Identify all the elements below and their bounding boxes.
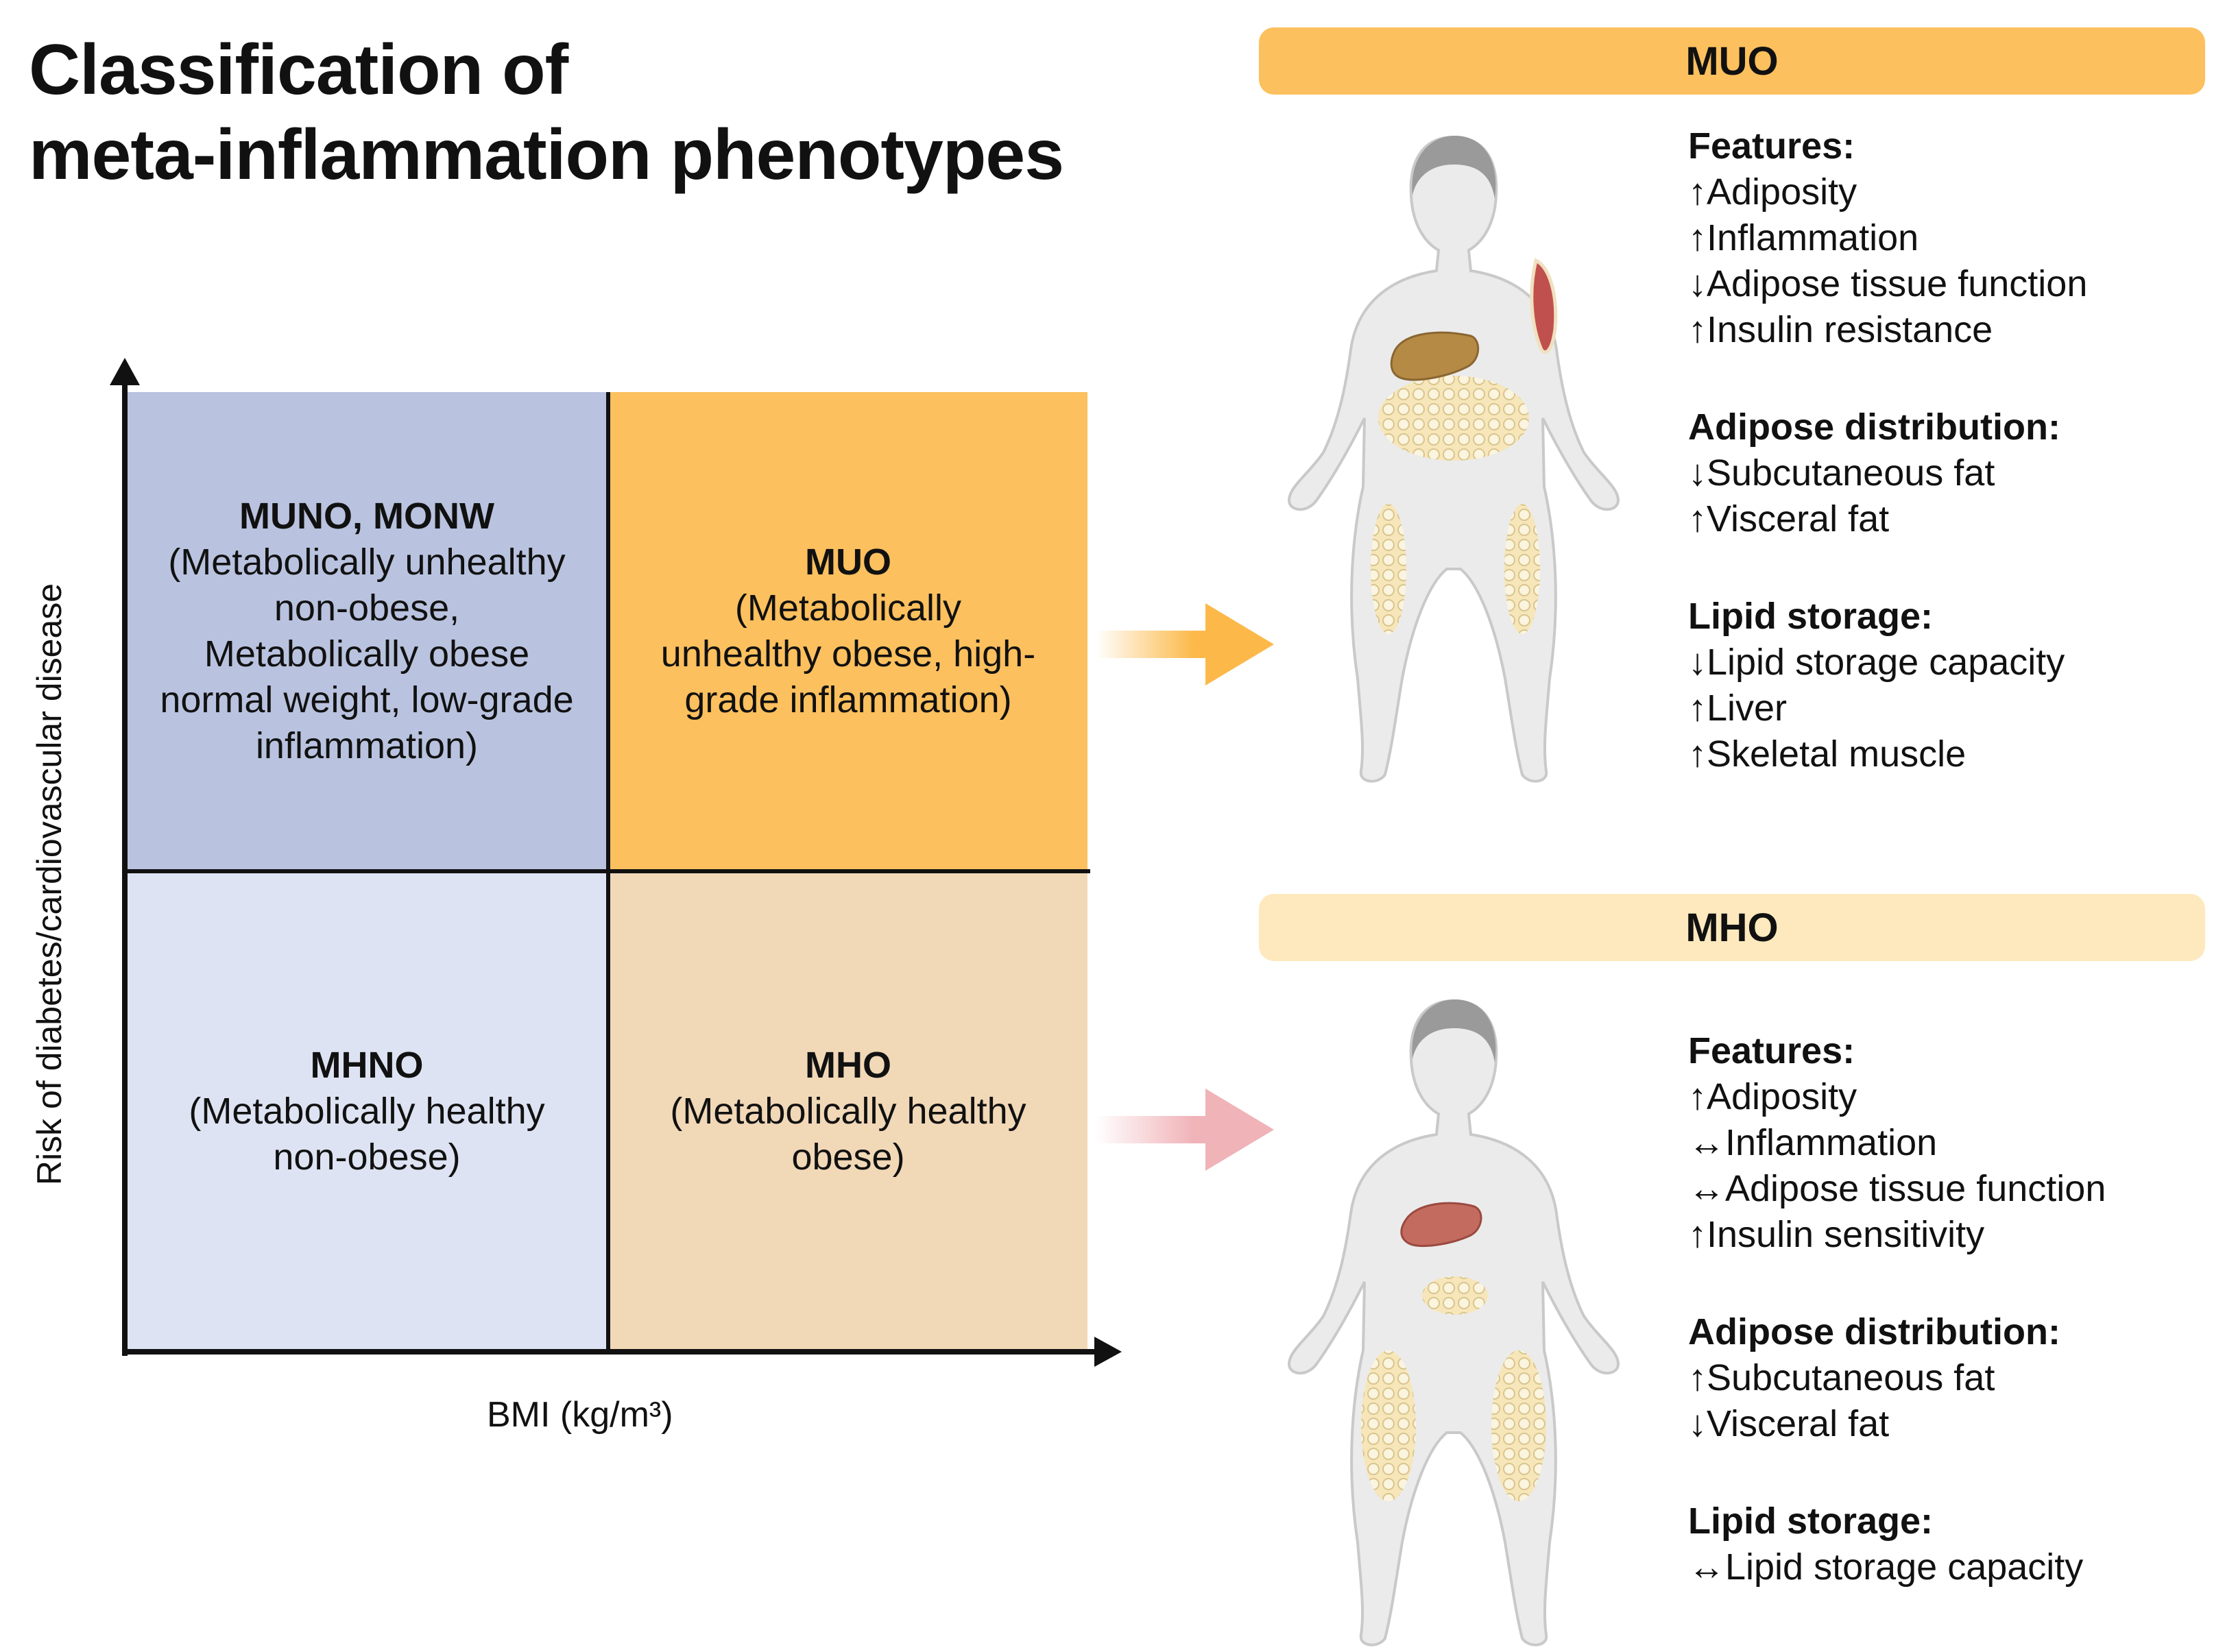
quadrant-line: non-obese): [273, 1136, 461, 1178]
muo-banner: MUO: [1259, 27, 2205, 95]
lipid-heading: Lipid storage:: [1688, 1501, 1934, 1542]
muscle-icon: [1530, 258, 1558, 354]
page-title: Classification of meta-inflammation phen…: [29, 27, 1064, 197]
subcutaneous-fat-icon: [1361, 1350, 1416, 1501]
distribution-heading: Adipose distribution:: [1688, 1311, 2060, 1352]
x-axis-arrow-icon: [1094, 1337, 1122, 1367]
muo-right-arrow-icon: [1096, 603, 1274, 685]
quadrant-heading: MUO: [805, 542, 891, 583]
quadrant-mhno: MHNO (Metabolically healthy non-obese): [128, 873, 606, 1349]
quadrant-muo: MUO (Metabolically unhealthy obese, high…: [609, 392, 1087, 871]
quadrant-line: unhealthy obese, high-: [660, 633, 1036, 675]
quadrant-text: MHNO (Metabolically healthy non-obese): [178, 1043, 555, 1180]
quadrant-line: (Metabolically unhealthy: [168, 542, 566, 583]
lipid-heading: Lipid storage:: [1688, 596, 1934, 637]
y-axis-label: Risk of diabetes/cardiovascular disease: [30, 583, 69, 1186]
x-axis-label: BMI (kg/m³): [487, 1395, 673, 1435]
distribution-item: ↓Visceral fat: [1688, 1403, 1890, 1444]
distribution-item: ↑Visceral fat: [1688, 498, 1890, 539]
lipid-item: ↑Skeletal muscle: [1688, 733, 1967, 775]
mho-banner: MHO: [1259, 894, 2205, 961]
features-heading: Features:: [1688, 1030, 1855, 1071]
muo-feature-list: Features: ↑Adiposity ↑Inflammation ↓Adip…: [1688, 123, 2087, 777]
title-line-2: meta-inflammation phenotypes: [29, 115, 1064, 195]
mho-human-figure-icon: [1287, 999, 1620, 1647]
feature-item: ↑Inflammation: [1688, 217, 1919, 258]
quadrant-heading: MUNO, MONW: [239, 496, 494, 537]
distribution-item: ↓Subcutaneous fat: [1688, 452, 1995, 494]
feature-item: ↑Adiposity: [1688, 171, 1857, 212]
distribution-heading: Adipose distribution:: [1688, 406, 2060, 448]
quadrant-heading: MHO: [805, 1044, 891, 1086]
feature-item: ↑Adiposity: [1688, 1076, 1857, 1117]
feature-item: ↑Insulin resistance: [1688, 309, 1993, 350]
quadrant-line: grade inflammation): [684, 679, 1012, 720]
quadrant-line: non-obese,: [274, 587, 460, 629]
quadrant-line: Metabolically obese: [204, 633, 530, 675]
quadrant-line: inflammation): [255, 725, 479, 766]
feature-item: ↔Inflammation: [1688, 1122, 1938, 1163]
quadrant-text: MUNO, MONW (Metabolically unhealthy non-…: [149, 494, 584, 769]
feature-item: ↓Adipose tissue function: [1688, 263, 2088, 304]
lipid-item: ↓Lipid storage capacity: [1688, 642, 2065, 683]
quadrant-line: (Metabolically healthy: [189, 1090, 545, 1132]
quadrant-line: (Metabolically healthy: [670, 1090, 1026, 1132]
quadrant-mho: MHO (Metabolically healthy obese): [609, 873, 1087, 1349]
mho-feature-list: Features: ↑Adiposity ↔Inflammation ↔Adip…: [1688, 1028, 2106, 1590]
liver-icon: [1400, 1202, 1482, 1248]
visceral-fat-icon: [1422, 1276, 1488, 1315]
quadrant-muno-monw: MUNO, MONW (Metabolically unhealthy non-…: [128, 392, 606, 871]
x-axis: [122, 1349, 1103, 1355]
quadrant-divider-horizontal: [128, 869, 1090, 873]
distribution-item: ↑Subcutaneous fat: [1688, 1357, 1995, 1398]
feature-item: ↑Insulin sensitivity: [1688, 1214, 1985, 1255]
quadrant-heading: MHNO: [310, 1044, 424, 1086]
quadrant-line: obese): [791, 1136, 905, 1178]
quadrant-text: MUO (Metabolically unhealthy obese, high…: [650, 539, 1046, 723]
liver-icon: [1390, 331, 1480, 381]
quadrant-text: MHO (Metabolically healthy obese): [659, 1043, 1037, 1180]
title-line-1: Classification of: [29, 30, 568, 110]
quadrant-line: (Metabolically: [734, 587, 962, 629]
muo-human-figure-icon: [1287, 135, 1620, 783]
quadrant-line: normal weight, low-grade: [160, 679, 574, 720]
features-heading: Features:: [1688, 125, 1855, 167]
feature-item: ↔Adipose tissue function: [1688, 1168, 2106, 1209]
mho-right-arrow-icon: [1096, 1089, 1274, 1171]
y-axis: [122, 376, 128, 1356]
lipid-item: ↑Liver: [1688, 688, 1788, 729]
lipid-item: ↔Lipid storage capacity: [1688, 1546, 2084, 1588]
y-axis-arrow-icon: [110, 358, 140, 385]
visceral-fat-icon: [1378, 376, 1529, 461]
